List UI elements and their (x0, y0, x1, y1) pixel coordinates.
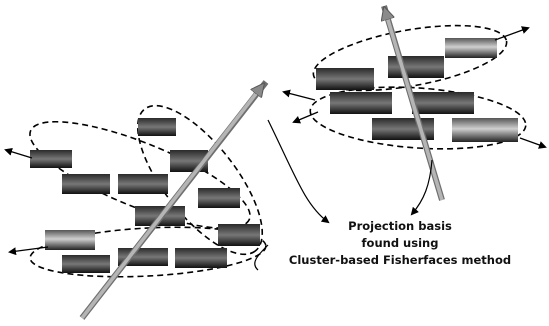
arrow (282, 89, 316, 101)
arrow (4, 147, 33, 159)
pointer-curve-right (410, 159, 433, 216)
caption-line-1: Projection basis (348, 219, 452, 233)
arrow (8, 246, 49, 256)
left-cluster-outline-3 (29, 226, 267, 278)
car-thumbnail (30, 150, 72, 168)
right-cluster-outline-1 (312, 24, 508, 92)
car-thumbnail (118, 174, 168, 194)
arrow (519, 137, 547, 149)
caption: Projection basis found using Cluster-bas… (289, 218, 511, 269)
pointer-curve-left (267, 119, 330, 224)
arrow (292, 111, 319, 124)
caption-line-2: found using (361, 236, 439, 250)
car-thumbnail (175, 248, 227, 268)
car-thumbnail (62, 174, 110, 194)
car-thumbnail (198, 188, 240, 208)
car-thumbnail (138, 118, 176, 136)
projection-axis-left-fill (80, 86, 262, 320)
car-thumbnail (316, 68, 374, 90)
pointer-curve-bottom (254, 244, 269, 271)
right-cluster-outline-2 (309, 86, 527, 150)
left-cluster-outline-1 (29, 120, 251, 230)
car-thumbnail (62, 255, 110, 273)
car-thumbnail (445, 38, 497, 58)
car-thumbnail (412, 92, 474, 114)
caption-line-3: Cluster-based Fisherfaces method (288, 253, 512, 267)
van-thumbnail (45, 230, 95, 250)
car-thumbnail (218, 224, 260, 246)
car-thumbnail (388, 56, 444, 78)
projection-axis-right-fill (385, 10, 444, 201)
car-thumbnail (452, 118, 518, 142)
arrow (494, 26, 530, 41)
left-thumbnails (30, 118, 260, 273)
car-thumbnail (330, 92, 392, 114)
